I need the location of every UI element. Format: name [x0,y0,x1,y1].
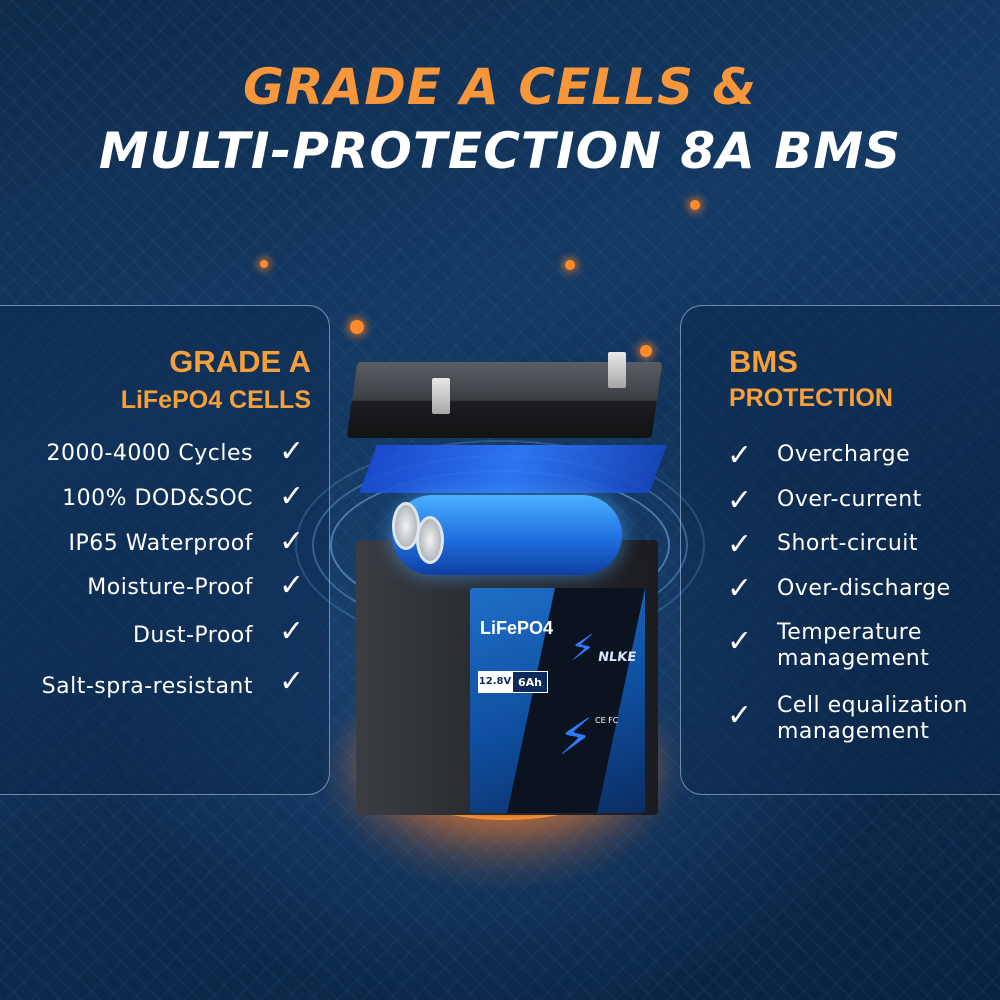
terminal-icon [608,352,626,388]
feature-item: Salt-spra-resistant [41,674,253,699]
check-icon: ✓ [727,527,753,562]
panel-title: GRADE A [169,344,311,379]
glow-dot [565,260,575,270]
bms-board [359,445,667,493]
panel-subtitle: PROTECTION [729,384,893,412]
voltage-badge: 12.8V [478,671,512,693]
feature-item: Moisture-Proof [87,575,253,600]
glow-dot [690,200,700,210]
glow-dot [350,320,364,334]
feature-item: 100% DOD&SOC [62,486,253,511]
brand-logo: NLKE [596,650,638,665]
panel-title: BMS [729,344,798,379]
check-icon: ✓ [279,568,305,603]
headline-line-2: MULTI-PROTECTION 8A BMS [98,122,902,180]
check-icon: ✓ [279,434,305,469]
protection-item: Overcharge [777,442,911,467]
check-icon: ✓ [279,614,305,649]
check-icon: ✓ [727,571,753,606]
protection-item: Cell equalization management [777,693,968,744]
protection-item: Temperature management [777,620,930,671]
bms-protection-panel: BMS PROTECTION ✓ Overcharge ✓ Over-curre… [680,305,1000,795]
lightning-bolt-icon: ⚡ [570,628,596,669]
capacity-badge: 6Ah [512,671,548,693]
panel-subtitle: LiFePO4 CELLS [120,386,311,414]
feature-item: Dust-Proof [132,623,253,648]
cell-cap-icon [392,502,420,550]
check-icon: ✓ [279,479,305,514]
lightning-bolt-icon: ⚡ [558,708,594,766]
cell-cap-icon [416,516,444,564]
certification-marks: CE FC [595,716,619,725]
protection-item: Short-circuit [777,531,919,556]
protection-item: Over-discharge [777,576,951,601]
check-icon: ✓ [727,483,753,518]
feature-item: 2000-4000 Cycles [46,441,253,466]
feature-item: IP65 Waterproof [68,531,253,556]
glow-dot [640,345,652,357]
battery-label: LiFePO4 12.8V 6Ah ⚡ ⚡ NLKE CE FC [470,588,645,813]
chemistry-text: LiFePO4 [480,618,554,638]
grade-a-cells-panel: GRADE A LiFePO4 CELLS 2000-4000 Cycles ✓… [0,305,330,795]
check-icon: ✓ [727,698,753,733]
protection-item: Over-current [777,487,922,512]
check-icon: ✓ [727,438,753,473]
glow-dot [260,260,268,268]
headline-line-1: GRADE A CELLS & [243,58,757,116]
terminal-icon [432,378,450,414]
check-icon: ✓ [727,624,753,659]
check-icon: ✓ [279,664,305,699]
